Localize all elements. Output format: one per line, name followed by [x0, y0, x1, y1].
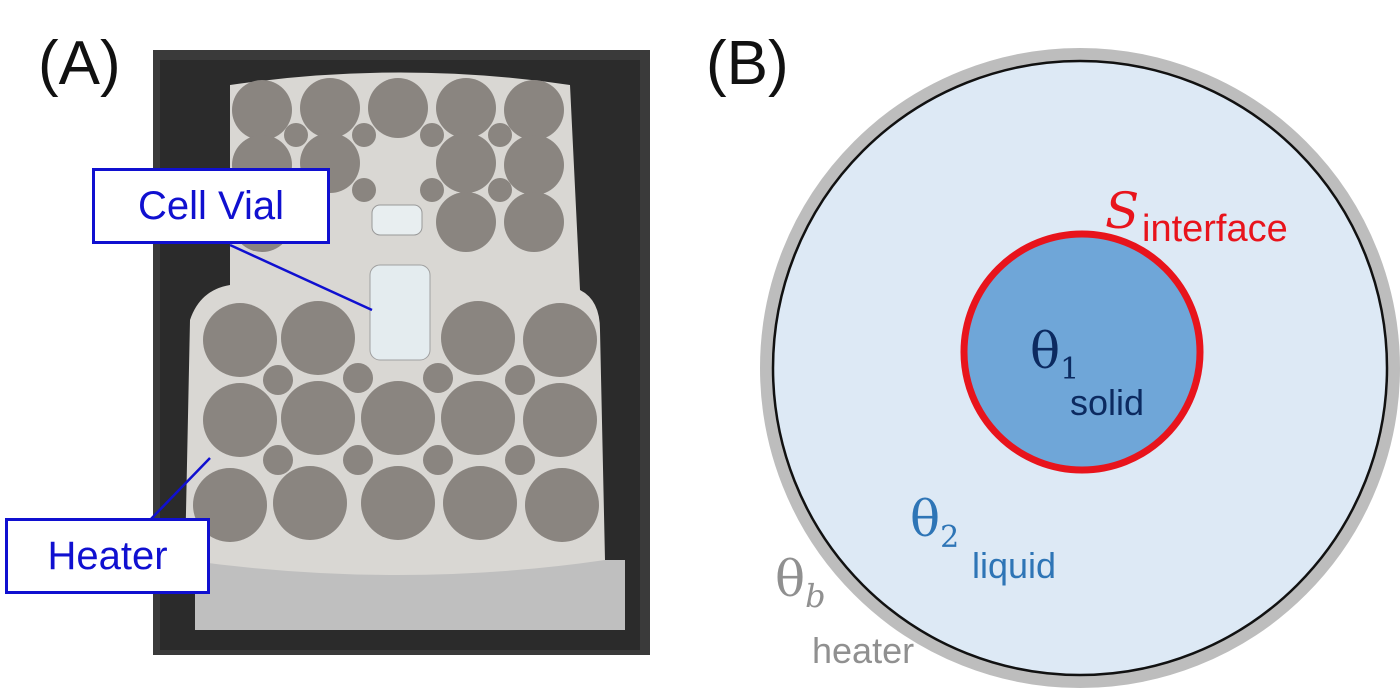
heater-well	[436, 133, 496, 193]
heater-well	[488, 123, 512, 147]
heater-well	[441, 381, 515, 455]
heater-well	[436, 78, 496, 138]
heater-well	[525, 468, 599, 542]
cell-vial-callout: Cell Vial	[92, 168, 330, 244]
heater-well	[352, 123, 376, 147]
heater-well	[423, 363, 453, 393]
heater-well	[523, 303, 597, 377]
heater-well	[441, 301, 515, 375]
heater-well	[263, 365, 293, 395]
liquid-label: liquid	[972, 545, 1057, 586]
heater-well	[368, 78, 428, 138]
interface-label: interface	[1142, 208, 1288, 250]
heater-well	[193, 468, 267, 542]
heater-well	[423, 445, 453, 475]
heater-well	[232, 80, 292, 140]
liquid-boundary	[771, 59, 1389, 677]
heater-well	[420, 123, 444, 147]
heater-well	[343, 445, 373, 475]
heater-well	[203, 303, 277, 377]
heater-well	[361, 381, 435, 455]
heater-photo	[153, 50, 650, 655]
theta2-label: θ2	[910, 490, 960, 555]
panel-b-label: (B)	[706, 29, 789, 98]
heater-well	[361, 466, 435, 540]
heater-well	[436, 192, 496, 252]
heater-well	[504, 135, 564, 195]
thetab-label: θb	[775, 550, 826, 615]
cell-vial-leader-line	[229, 243, 373, 312]
heater-label: heater	[812, 630, 915, 671]
heater-well	[284, 123, 308, 147]
heater-well	[343, 363, 373, 393]
heater-well	[263, 445, 293, 475]
solid-label: solid	[1070, 382, 1145, 423]
heater-well	[281, 301, 355, 375]
solid-interface-circle	[960, 230, 1204, 474]
panel-a-label: (A)	[38, 29, 121, 98]
heater-well	[420, 178, 444, 202]
heater-well	[281, 381, 355, 455]
heater-well	[523, 383, 597, 457]
heater-well	[300, 78, 360, 138]
heater-well	[504, 80, 564, 140]
heater-well	[504, 192, 564, 252]
heater-well	[505, 365, 535, 395]
heater-well	[352, 178, 376, 202]
heater-well	[488, 178, 512, 202]
theta1-label: θ1	[1030, 322, 1080, 387]
heater-well	[203, 383, 277, 457]
heater-callout: Heater	[5, 518, 210, 594]
s-label: S	[1105, 182, 1140, 240]
heater-well	[505, 445, 535, 475]
heater-leader-line	[149, 457, 211, 521]
heater-well	[443, 466, 517, 540]
heater-well	[273, 466, 347, 540]
